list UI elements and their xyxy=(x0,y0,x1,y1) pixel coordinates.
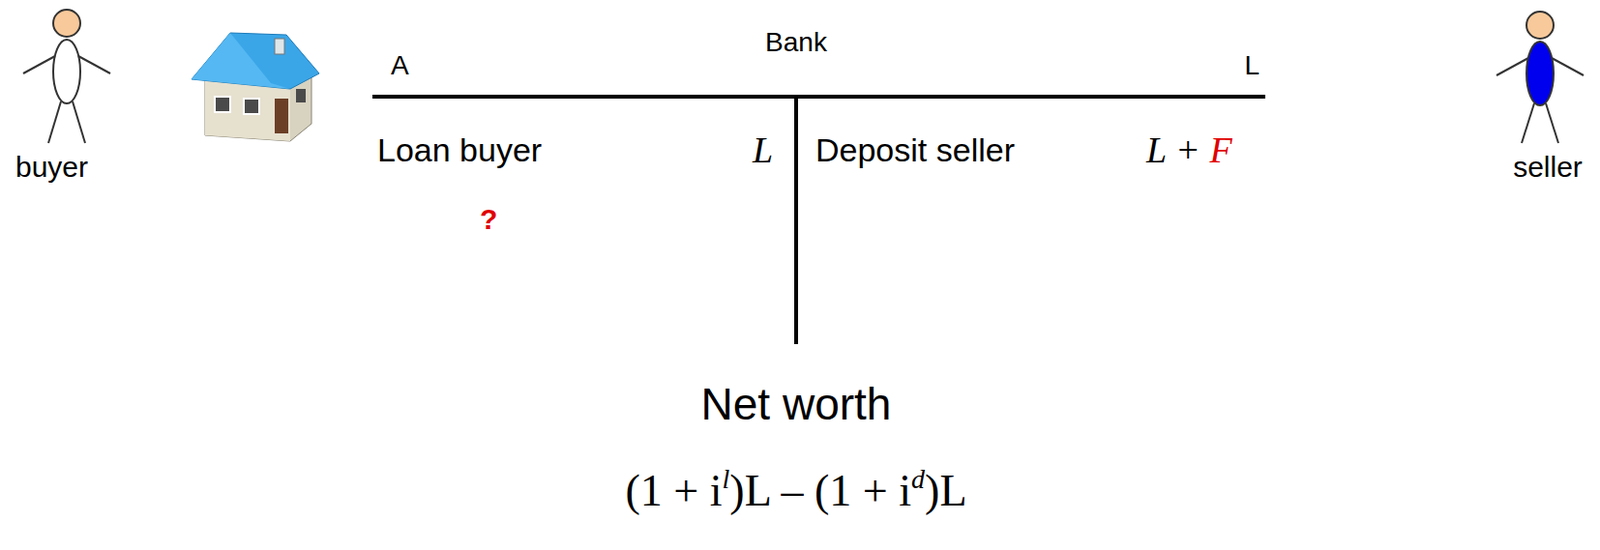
column-header: L xyxy=(1244,50,1260,82)
net-worth-heading: Net worth xyxy=(701,379,892,431)
figure-label: seller xyxy=(1512,150,1583,185)
account-title: Bank xyxy=(765,27,828,59)
buyer-figure xyxy=(23,9,111,144)
formula-part: (1 + i xyxy=(624,466,722,518)
formula-part: )L xyxy=(924,466,967,518)
formula-part: )L – (1 + i xyxy=(729,466,912,518)
amount-group: L +F xyxy=(1146,129,1233,173)
asset-amount: L xyxy=(752,129,773,173)
fee-amount: F xyxy=(1210,129,1233,173)
column-header: A xyxy=(390,50,410,82)
house-icon xyxy=(191,32,320,142)
asset-entry: Loan buyer xyxy=(377,131,542,170)
formula-superscript: l xyxy=(722,464,731,496)
liability-amount: L + xyxy=(1146,129,1201,173)
figure-label: buyer xyxy=(15,150,89,185)
formula: (1 + il)L – (1 + id)L xyxy=(624,466,967,518)
seller-figure xyxy=(1496,11,1584,144)
formula-superscript: d xyxy=(911,464,925,496)
question-mark: ? xyxy=(479,203,498,238)
t-account xyxy=(372,96,1266,345)
liability-entry: Deposit seller xyxy=(815,131,1015,170)
